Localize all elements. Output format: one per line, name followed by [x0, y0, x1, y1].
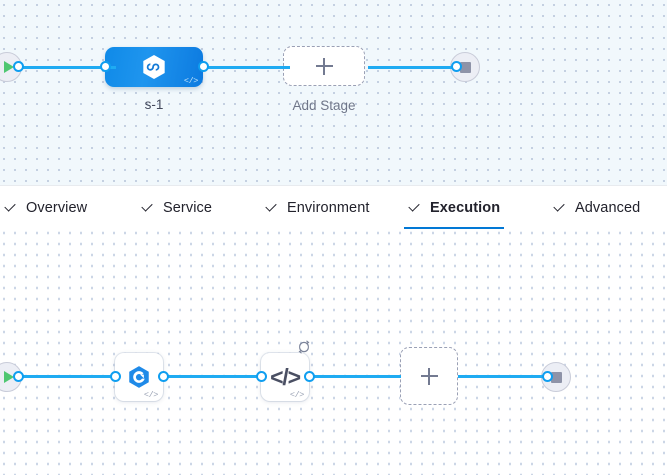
tab-active-underline — [404, 227, 505, 230]
end-input-port[interactable] — [451, 61, 462, 72]
link-start-to-stage — [18, 66, 116, 69]
check-icon — [141, 202, 154, 215]
add-stage-label: Add Stage — [292, 98, 356, 113]
tab-overview[interactable]: Overview — [0, 186, 91, 230]
fetch-input-port[interactable] — [110, 371, 121, 382]
tab-advanced[interactable]: Advanced — [549, 186, 644, 230]
plus-icon — [420, 367, 438, 385]
link-sh1-to-add-step — [313, 375, 401, 378]
link-start-to-fetch — [18, 375, 113, 378]
tab-environment[interactable]: Environment — [261, 186, 374, 230]
link-add-step-to-end — [458, 375, 547, 378]
step-card[interactable]: </> </> — [261, 340, 310, 401]
check-icon — [553, 202, 566, 215]
shell-script-icon: </> — [270, 363, 301, 390]
add-step-box[interactable] — [400, 347, 458, 405]
check-icon — [265, 202, 278, 215]
execution-start-output-port[interactable] — [13, 371, 24, 382]
stage-code-badge: </> — [183, 75, 199, 86]
check-icon — [4, 202, 17, 215]
tab-service[interactable]: Service — [137, 186, 216, 230]
link-add-to-end — [368, 66, 456, 69]
step-node-sh-1[interactable]: </> </> — [261, 340, 310, 401]
add-stage-box[interactable] — [283, 46, 365, 86]
stage-input-port[interactable] — [100, 61, 111, 72]
harness-hexagon-icon — [143, 55, 165, 79]
plus-icon — [315, 57, 333, 75]
execution-graph-canvas[interactable]: </> Fetch Instances </> </> sh-1 — [0, 229, 667, 475]
retry-loop-icon — [298, 340, 310, 354]
sh1-output-port[interactable] — [304, 371, 315, 382]
fetch-output-port[interactable] — [158, 371, 169, 382]
step-node-fetch-instances[interactable]: </> — [115, 353, 163, 401]
stage-node-s-1[interactable]: </> — [105, 47, 203, 87]
add-step-node[interactable] — [400, 347, 458, 405]
step-code-badge: </> — [289, 389, 305, 400]
stage-config-tabbar: Overview Service Environment Execution A… — [0, 185, 667, 230]
stage-label: s-1 — [144, 97, 164, 112]
stop-icon — [459, 61, 471, 73]
stop-icon — [550, 371, 562, 383]
step-card[interactable]: </> — [115, 353, 163, 401]
stage-card[interactable]: </> — [105, 47, 203, 87]
stage-graph-canvas[interactable]: </> s-1 Add Stage — [0, 0, 667, 185]
fetch-instances-hexagon-icon — [129, 366, 149, 388]
add-stage-node[interactable] — [283, 46, 365, 86]
execution-end-input-port[interactable] — [542, 371, 553, 382]
check-icon — [408, 202, 421, 215]
start-output-port[interactable] — [13, 61, 24, 72]
play-icon — [3, 61, 14, 73]
play-icon — [3, 371, 14, 383]
link-stage-to-add — [200, 66, 290, 69]
tab-execution[interactable]: Execution — [404, 186, 505, 230]
stage-output-port[interactable] — [198, 61, 209, 72]
step-code-badge: </> — [143, 389, 159, 400]
sh1-input-port[interactable] — [256, 371, 267, 382]
link-fetch-to-sh1 — [166, 375, 259, 378]
